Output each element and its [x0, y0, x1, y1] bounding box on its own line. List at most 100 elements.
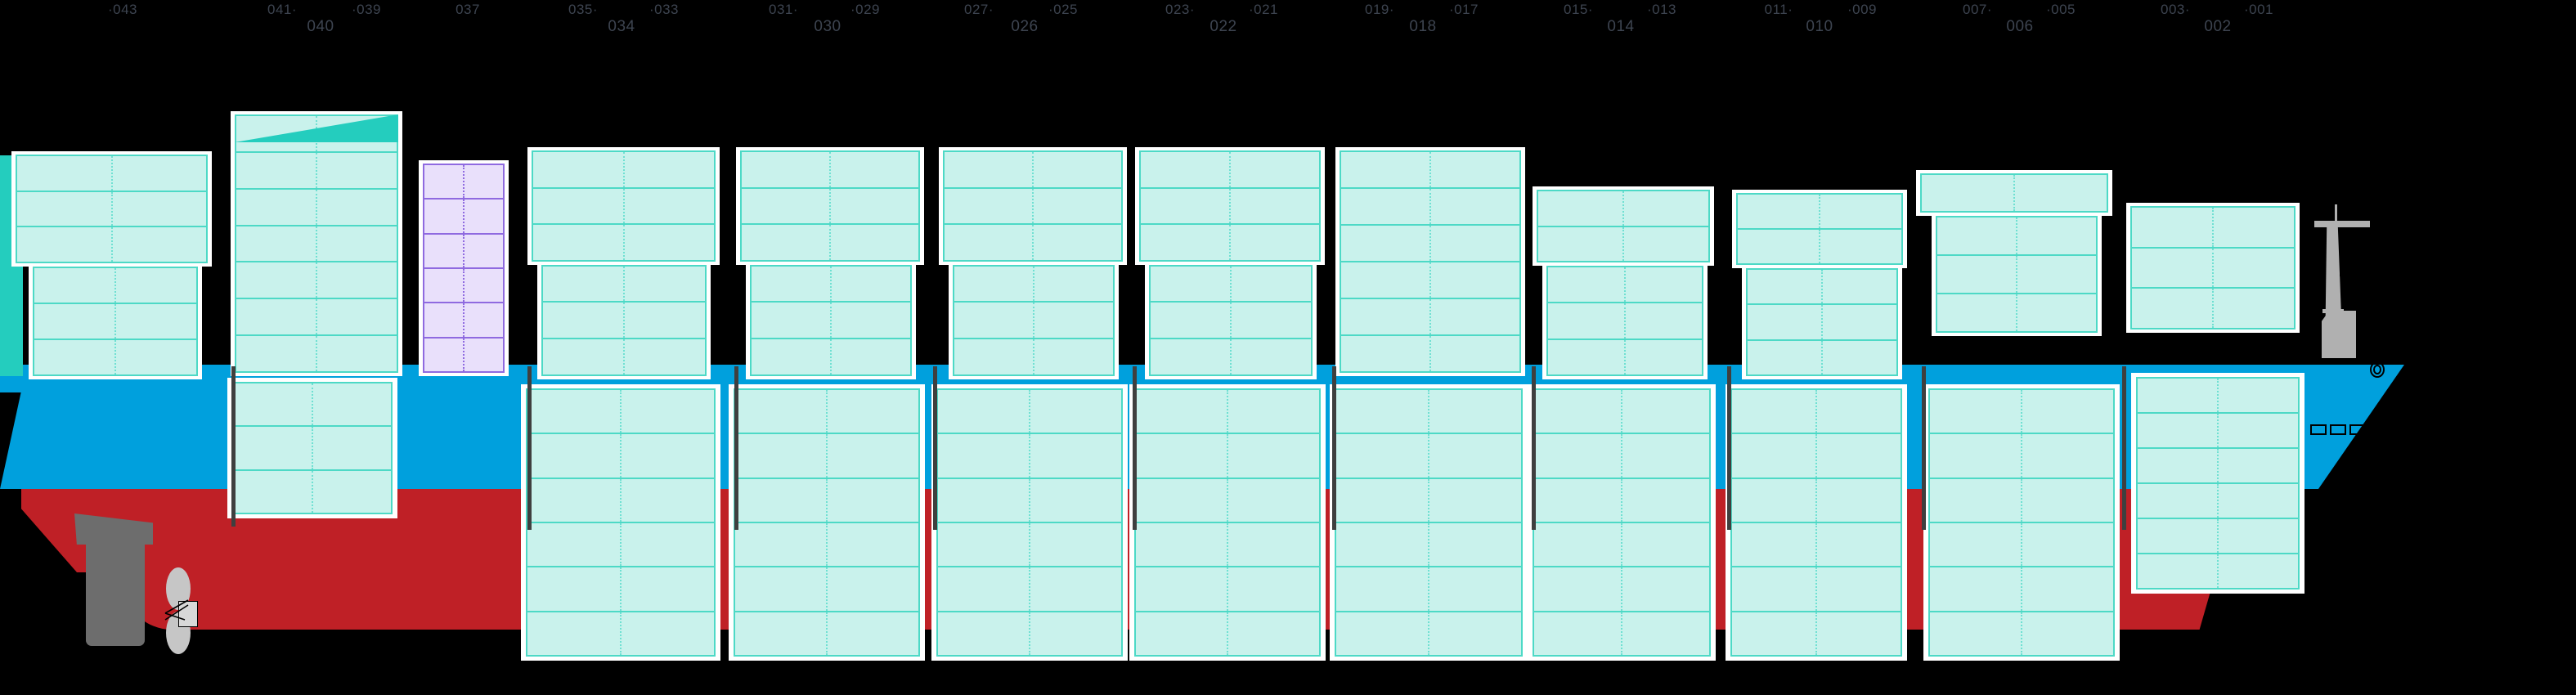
container-cell-bay022-tier6[interactable] — [1134, 610, 1321, 657]
deck-stack-bay010-lower[interactable] — [1742, 264, 1902, 379]
container-cell-bay010-tier5[interactable] — [1730, 566, 1902, 611]
container-cell-bay006-tier3[interactable] — [1928, 477, 2115, 522]
container-cell-bay040-tier2[interactable] — [232, 425, 393, 469]
container-cell-bay018-tier6[interactable] — [1340, 334, 1521, 373]
container-cell-bay014-tier5[interactable] — [1533, 566, 1711, 611]
container-cell-bay039-acc-tier1[interactable] — [423, 164, 505, 199]
container-cell-bay014-tier3[interactable] — [1533, 477, 1711, 522]
container-cell-bay022-tier5[interactable] — [1149, 301, 1313, 339]
container-cell-bay014-tier2[interactable] — [1533, 433, 1711, 478]
deck-stack-bay010-upper[interactable] — [1732, 190, 1907, 268]
container-cell-bay006-tier2[interactable] — [1936, 215, 2098, 254]
deck-stack-bay022-lower[interactable] — [1145, 261, 1317, 379]
hold-stack-bay022[interactable] — [1129, 384, 1326, 661]
container-cell-bay018-tier5[interactable] — [1335, 566, 1523, 611]
container-cell-bay018-tier1[interactable] — [1335, 388, 1523, 433]
deck-stack-bay039-acc-upper[interactable] — [419, 160, 509, 376]
container-cell-bay026-tier6[interactable] — [936, 610, 1123, 657]
hold-stack-bay040[interactable] — [227, 378, 397, 518]
deck-stack-bay034-lower[interactable] — [537, 261, 711, 379]
container-cell-bay006-tier1[interactable] — [1920, 173, 2108, 213]
container-cell-bay039-acc-tier4[interactable] — [423, 267, 505, 303]
hold-stack-bay010[interactable] — [1726, 384, 1907, 661]
container-cell-bay030-tier2[interactable] — [740, 186, 920, 223]
container-cell-bay006-tier2[interactable] — [1928, 433, 2115, 478]
hold-stack-bay006[interactable] — [1923, 384, 2120, 661]
container-cell-bay026-tier2[interactable] — [943, 186, 1123, 223]
container-cell-bay026-tier3[interactable] — [943, 223, 1123, 262]
container-cell-bay022-tier4[interactable] — [1134, 521, 1321, 567]
container-cell-bay034-tier3[interactable] — [526, 477, 716, 522]
container-cell-bay010-tier4[interactable] — [1730, 521, 1902, 567]
hold-stack-bay030[interactable] — [729, 384, 925, 661]
container-cell-bay010-tier4[interactable] — [1746, 303, 1898, 339]
container-cell-bay014-tier5[interactable] — [1546, 338, 1703, 376]
container-cell-bay034-tier3[interactable] — [532, 223, 716, 262]
container-cell-bay022-tier2[interactable] — [1139, 186, 1321, 223]
container-cell-bay022-tier1[interactable] — [1134, 388, 1321, 433]
container-cell-bay010-tier3[interactable] — [1730, 477, 1902, 522]
container-cell-bay022-tier1[interactable] — [1139, 150, 1321, 187]
container-cell-bay006-tier4[interactable] — [1936, 292, 2098, 334]
container-cell-bay034-tier2[interactable] — [532, 186, 716, 223]
container-cell-bay018-tier5[interactable] — [1340, 298, 1521, 334]
container-cell-bay022-tier3[interactable] — [1134, 477, 1321, 522]
hold-stack-bay018[interactable] — [1330, 384, 1528, 661]
container-cell-bay040-tier1[interactable] — [232, 382, 393, 426]
deck-stack-bay030-lower[interactable] — [746, 261, 916, 379]
container-cell-bay002-tier1[interactable] — [2130, 206, 2296, 247]
container-cell-bay022-tier5[interactable] — [1134, 566, 1321, 611]
container-cell-bay026-tier1[interactable] — [936, 388, 1123, 433]
container-cell-bay030-tier1[interactable] — [740, 150, 920, 187]
container-cell-bay034-tier1[interactable] — [526, 388, 716, 433]
container-cell-bay014-tier3[interactable] — [1546, 266, 1703, 303]
container-cell-bay010-tier5[interactable] — [1746, 339, 1898, 376]
container-cell-bay034-tier6[interactable] — [541, 338, 707, 376]
deck-stack-bay014-lower[interactable] — [1542, 262, 1708, 379]
container-cell-bay043-tier5[interactable] — [33, 303, 198, 339]
container-cell-bay002-tier6[interactable] — [2136, 553, 2300, 590]
container-cell-bay026-tier4[interactable] — [953, 264, 1115, 302]
container-cell-bay014-tier4[interactable] — [1546, 302, 1703, 339]
deck-stack-bay006-lower[interactable] — [1932, 212, 2102, 336]
container-cell-bay043-tier6[interactable] — [33, 339, 198, 376]
container-cell-bay026-tier5[interactable] — [936, 566, 1123, 611]
container-cell-bay010-tier2[interactable] — [1736, 227, 1903, 265]
container-cell-bay018-tier3[interactable] — [1340, 224, 1521, 261]
container-cell-bay014-tier6[interactable] — [1533, 610, 1711, 657]
container-cell-bay014-tier1[interactable] — [1533, 388, 1711, 433]
container-cell-bay010-tier1[interactable] — [1730, 388, 1902, 433]
container-cell-bay006-tier5[interactable] — [1928, 566, 2115, 611]
container-cell-bay018-tier3[interactable] — [1335, 477, 1523, 522]
deck-stack-bay040-upper[interactable] — [231, 111, 402, 376]
deck-stack-bay026-lower[interactable] — [949, 261, 1119, 379]
deck-stack-bay026-upper[interactable] — [939, 147, 1127, 265]
hold-stack-bay014[interactable] — [1528, 384, 1716, 661]
container-cell-bay018-tier6[interactable] — [1335, 610, 1523, 657]
container-cell-bay040-tier4[interactable] — [235, 224, 398, 262]
deck-stack-bay002-upper[interactable] — [2126, 203, 2300, 333]
container-cell-bay026-tier6[interactable] — [953, 338, 1115, 376]
container-cell-bay010-tier6[interactable] — [1730, 610, 1902, 657]
container-cell-bay002-tier3[interactable] — [2130, 287, 2296, 330]
container-cell-bay040-tier5[interactable] — [235, 261, 398, 298]
container-cell-bay030-tier5[interactable] — [750, 301, 912, 339]
container-cell-bay018-tier4[interactable] — [1335, 521, 1523, 567]
container-cell-bay034-tier5[interactable] — [541, 301, 707, 339]
container-cell-bay034-tier1[interactable] — [532, 150, 716, 187]
container-cell-bay022-tier6[interactable] — [1149, 338, 1313, 376]
container-cell-bay002-tier2[interactable] — [2130, 246, 2296, 288]
container-cell-bay030-tier2[interactable] — [734, 433, 920, 478]
container-cell-bay022-tier4[interactable] — [1149, 264, 1313, 302]
container-cell-bay040-tier7[interactable] — [235, 334, 398, 374]
container-cell-bay040-tier6[interactable] — [235, 298, 398, 335]
container-cell-bay040-tier2[interactable] — [235, 150, 398, 188]
deck-stack-bay043-upper[interactable] — [11, 151, 212, 267]
container-cell-bay030-tier3[interactable] — [734, 477, 920, 522]
deck-stack-bay006-upper[interactable] — [1916, 170, 2112, 216]
deck-stack-bay030-upper[interactable] — [736, 147, 924, 265]
container-cell-bay010-tier1[interactable] — [1736, 193, 1903, 228]
container-cell-bay026-tier1[interactable] — [943, 150, 1123, 187]
container-cell-bay030-tier3[interactable] — [740, 223, 920, 262]
container-cell-bay030-tier6[interactable] — [734, 610, 920, 657]
